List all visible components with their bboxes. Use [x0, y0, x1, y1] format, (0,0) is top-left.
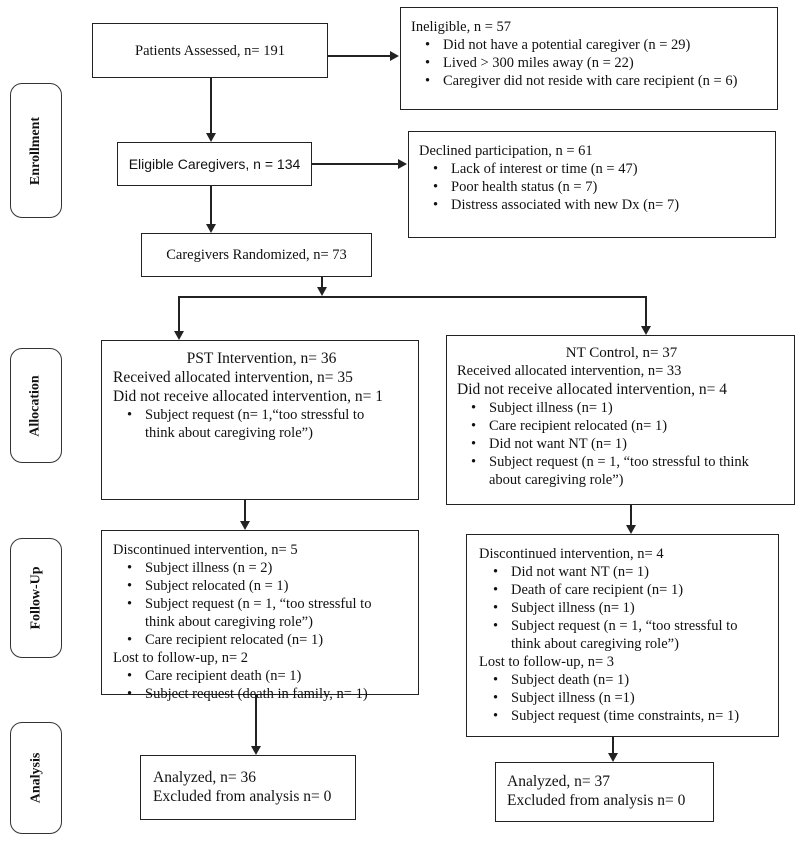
ineligible-title: Ineligible, n = 57: [411, 19, 511, 35]
arrow-head: [240, 521, 250, 530]
eligible-caregivers-label: Eligible Caregivers, n = 134: [128, 156, 301, 172]
list-item: Subject death (n= 1): [479, 671, 772, 689]
stage-followup: Follow-Up: [10, 538, 62, 658]
connector: [612, 737, 614, 753]
connector: [210, 186, 212, 224]
caregivers-randomized-label: Caregivers Randomized, n= 73: [166, 247, 347, 263]
nt-allocation-box: NT Control, n= 37 Received allocated int…: [446, 335, 795, 505]
connector: [328, 55, 390, 57]
nt-received: Received allocated intervention, n= 33: [457, 363, 682, 379]
nt-lost-title: Lost to follow-up, n= 3: [479, 654, 615, 670]
list-item: Subject request (time constraints, n= 1): [479, 707, 772, 725]
arrow-head: [641, 326, 651, 335]
stage-label: Analysis: [28, 752, 44, 804]
list-item: Lack of interest or time (n = 47): [419, 160, 767, 178]
pst-allocation-box: PST Intervention, n= 36 Received allocat…: [101, 340, 419, 500]
arrow-head: [206, 224, 216, 233]
connector: [645, 296, 647, 326]
list-item: Death of care recipient (n= 1): [479, 581, 772, 599]
connector: [178, 296, 180, 331]
stage-label: Allocation: [28, 374, 44, 437]
nt-analyzed: Analyzed, n= 37: [507, 773, 611, 790]
ineligible-box: Ineligible, n = 57 Did not have a potent…: [400, 7, 778, 110]
nt-allocation-list: Subject illness (n= 1) Care recipient re…: [457, 399, 786, 489]
list-item: Subject illness (n = 2): [113, 559, 410, 577]
list-item: Subject illness (n =1): [479, 689, 772, 707]
list-item: Care recipient death (n= 1): [113, 667, 410, 685]
stage-allocation: Allocation: [10, 348, 62, 463]
eligible-caregivers-box: Eligible Caregivers, n = 134: [117, 142, 312, 186]
nt-followup-box: Discontinued intervention, n= 4 Did not …: [466, 534, 779, 737]
declined-box: Declined participation, n = 61 Lack of i…: [408, 131, 776, 238]
connector: [312, 163, 399, 165]
list-item: Subject illness (n= 1): [457, 399, 786, 417]
declined-list: Lack of interest or time (n = 47) Poor h…: [419, 160, 767, 214]
nt-lost-list: Subject death (n= 1) Subject illness (n …: [479, 671, 772, 725]
list-item: Subject illness (n= 1): [479, 599, 772, 617]
pst-analyzed: Analyzed, n= 36: [153, 769, 257, 786]
arrow-head: [398, 159, 407, 169]
arrow-head: [626, 525, 636, 534]
connector: [244, 500, 246, 521]
connector: [321, 277, 323, 288]
connector: [255, 695, 257, 746]
pst-lost-title: Lost to follow-up, n= 2: [113, 650, 249, 666]
stage-enrollment: Enrollment: [10, 83, 62, 218]
pst-followup-box: Discontinued intervention, n= 5 Subject …: [101, 530, 419, 703]
list-item: Subject request (n = 1, “too stressful t…: [113, 595, 390, 631]
list-item: Did not have a potential caregiver (n = …: [411, 36, 769, 54]
list-item: Lived > 300 miles away (n = 22): [411, 54, 769, 72]
list-item: Care recipient relocated (n= 1): [457, 417, 786, 435]
list-item: Distress associated with new Dx (n= 7): [419, 196, 767, 214]
list-item: Care recipient relocated (n= 1): [113, 631, 410, 649]
patients-assessed-box: Patients Assessed, n= 191: [92, 23, 328, 78]
arrow-head: [390, 51, 399, 61]
nt-allocation-title: NT Control, n= 37: [565, 345, 678, 361]
list-item: Did not want NT (n= 1): [479, 563, 772, 581]
pst-allocation-title: PST Intervention, n= 36: [186, 350, 337, 367]
nt-excluded: Excluded from analysis n= 0: [507, 792, 686, 809]
ineligible-list: Did not have a potential caregiver (n = …: [411, 36, 769, 90]
nt-analysis-box: Analyzed, n= 37 Excluded from analysis n…: [495, 762, 714, 822]
list-item: Did not want NT (n= 1): [457, 435, 786, 453]
list-item: Caregiver did not reside with care recip…: [411, 72, 769, 90]
nt-discontinued-title: Discontinued intervention, n= 4: [479, 546, 664, 562]
stage-label: Enrollment: [28, 116, 44, 185]
pst-received: Received allocated intervention, n= 35: [113, 369, 353, 386]
arrow-head: [251, 746, 261, 755]
stage-label: Follow-Up: [28, 566, 43, 630]
pst-not-received: Did not receive allocated intervention, …: [113, 388, 383, 405]
arrow-head: [174, 331, 184, 340]
pst-excluded: Excluded from analysis n= 0: [153, 788, 332, 805]
connector: [178, 296, 646, 298]
list-item: Subject request (n= 1,“too stressful to …: [113, 406, 381, 442]
patients-assessed-label: Patients Assessed, n= 191: [135, 42, 285, 59]
declined-title: Declined participation, n = 61: [419, 143, 593, 159]
pst-discontinued-list: Subject illness (n = 2) Subject relocate…: [113, 559, 410, 649]
list-item: Subject request (death in family, n= 1): [113, 685, 410, 703]
list-item: Subject relocated (n = 1): [113, 577, 410, 595]
pst-discontinued-title: Discontinued intervention, n= 5: [113, 542, 298, 558]
arrow-head: [206, 133, 216, 142]
list-item: Subject request (n = 1, “too stressful t…: [479, 617, 761, 653]
list-item: Poor health status (n = 7): [419, 178, 767, 196]
arrow-head: [608, 753, 618, 762]
pst-allocation-list: Subject request (n= 1,“too stressful to …: [113, 406, 410, 442]
caregivers-randomized-box: Caregivers Randomized, n= 73: [141, 233, 372, 277]
connector: [630, 505, 632, 525]
pst-analysis-box: Analyzed, n= 36 Excluded from analysis n…: [140, 755, 356, 820]
nt-discontinued-list: Did not want NT (n= 1) Death of care rec…: [479, 563, 772, 653]
connector: [210, 78, 212, 133]
arrow-head: [317, 287, 327, 296]
pst-lost-list: Care recipient death (n= 1) Subject requ…: [113, 667, 410, 703]
list-item: Subject request (n = 1, “too stressful t…: [457, 453, 759, 489]
stage-analysis: Analysis: [10, 722, 62, 834]
nt-not-received: Did not receive allocated intervention, …: [457, 381, 727, 398]
